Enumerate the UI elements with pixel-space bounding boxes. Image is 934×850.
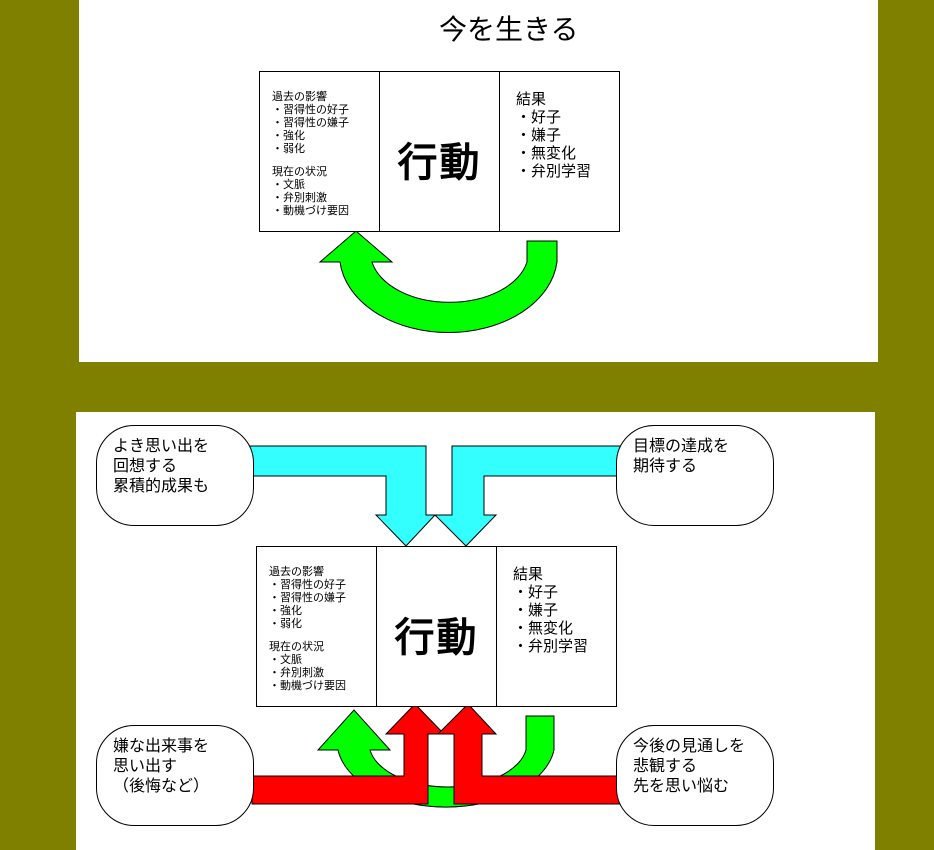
- green-loop-arrow: [318, 230, 558, 333]
- past-item: ・習得性の嫌子: [272, 116, 349, 129]
- bubble-line: 目標の達成を: [633, 436, 730, 455]
- result-heading: 結果: [516, 90, 547, 108]
- behavior-column: 行動: [380, 72, 500, 231]
- present-item: ・文脈: [269, 653, 302, 666]
- influence-arrows: [247, 445, 623, 808]
- bubble-line: （後悔など）: [113, 776, 210, 795]
- behavior-box: 過去の影響 ・習得性の好子 ・習得性の嫌子 ・強化 ・弱化 現在の状況 ・文脈 …: [259, 71, 620, 232]
- past-item: ・習得性の嫌子: [269, 591, 346, 604]
- present-heading: 現在の状況: [269, 640, 324, 653]
- bubble-line: 回想する: [113, 456, 178, 475]
- result-item: ・弁別学習: [516, 162, 592, 180]
- behavior-label: 行動: [397, 140, 482, 186]
- consequence-column: 結果 ・好子 ・嫌子 ・無変化 ・弁別学習: [497, 547, 616, 706]
- bubble-line: 先を思い悩む: [633, 776, 730, 795]
- bubble-bad-memories: 嫌な出来事を 思い出す （後悔など）: [96, 725, 254, 826]
- result-item: ・嫌子: [513, 601, 559, 619]
- present-item: ・弁別刺激: [272, 191, 327, 204]
- bubble-good-memories: よき思い出を 回想する 累積的成果も: [96, 425, 254, 526]
- bubble-line: 悲観する: [633, 756, 698, 775]
- bottom-panel: 過去の影響 ・習得性の好子 ・習得性の嫌子 ・強化 ・弱化 現在の状況 ・文脈 …: [76, 412, 875, 850]
- consequence-column: 結果 ・好子 ・嫌子 ・無変化 ・弁別学習: [500, 72, 619, 231]
- feedback-arrow-top: [318, 230, 558, 333]
- behavior-label: 行動: [394, 615, 479, 661]
- result-item: ・無変化: [513, 619, 574, 637]
- cyan-arrow-right: [433, 445, 623, 547]
- bubble-goal-expectation: 目標の達成を 期待する: [616, 425, 774, 526]
- top-panel: 今を生きる 過去の影響 ・習得性の好子 ・習得性の嫌子 ・強化 ・弱化 現在の状…: [79, 0, 878, 362]
- present-item: ・動機づけ要因: [269, 679, 346, 692]
- past-item: ・習得性の好子: [272, 103, 349, 116]
- present-item: ・弁別刺激: [269, 666, 324, 679]
- result-item: ・好子: [516, 108, 562, 126]
- red-arrow-left: [251, 703, 446, 805]
- present-item: ・文脈: [272, 178, 305, 191]
- behavior-column: 行動: [377, 547, 497, 706]
- cyan-arrow-left: [247, 445, 437, 547]
- bubble-line: 思い出す: [113, 756, 178, 775]
- result-item: ・弁別学習: [513, 637, 589, 655]
- past-item: ・強化: [272, 129, 305, 142]
- past-item: ・弱化: [272, 142, 305, 155]
- bubble-line: よき思い出を: [113, 436, 210, 455]
- present-heading: 現在の状況: [272, 165, 327, 178]
- behavior-box: 過去の影響 ・習得性の好子 ・習得性の嫌子 ・強化 ・弱化 現在の状況 ・文脈 …: [256, 546, 617, 707]
- past-heading: 過去の影響: [269, 565, 324, 578]
- result-item: ・好子: [513, 583, 559, 601]
- past-item: ・弱化: [269, 617, 302, 630]
- red-arrow-right: [436, 703, 621, 805]
- bubble-line: 累積的成果も: [113, 476, 210, 495]
- result-item: ・無変化: [516, 144, 577, 162]
- diagram-title: 今を生きる: [439, 13, 579, 46]
- bubble-line: 期待する: [633, 456, 698, 475]
- result-item: ・嫌子: [516, 126, 562, 144]
- result-heading: 結果: [513, 565, 544, 583]
- bubble-pessimism: 今後の見通しを 悲観する 先を思い悩む: [616, 725, 774, 826]
- antecedent-column: 過去の影響 ・習得性の好子 ・習得性の嫌子 ・強化 ・弱化 現在の状況 ・文脈 …: [257, 547, 377, 706]
- present-item: ・動機づけ要因: [272, 204, 349, 217]
- past-item: ・強化: [269, 604, 302, 617]
- bubble-line: 今後の見通しを: [633, 736, 746, 755]
- past-heading: 過去の影響: [272, 90, 327, 103]
- past-item: ・習得性の好子: [269, 578, 346, 591]
- antecedent-column: 過去の影響 ・習得性の好子 ・習得性の嫌子 ・強化 ・弱化 現在の状況 ・文脈 …: [260, 72, 380, 231]
- bubble-line: 嫌な出来事を: [113, 736, 210, 755]
